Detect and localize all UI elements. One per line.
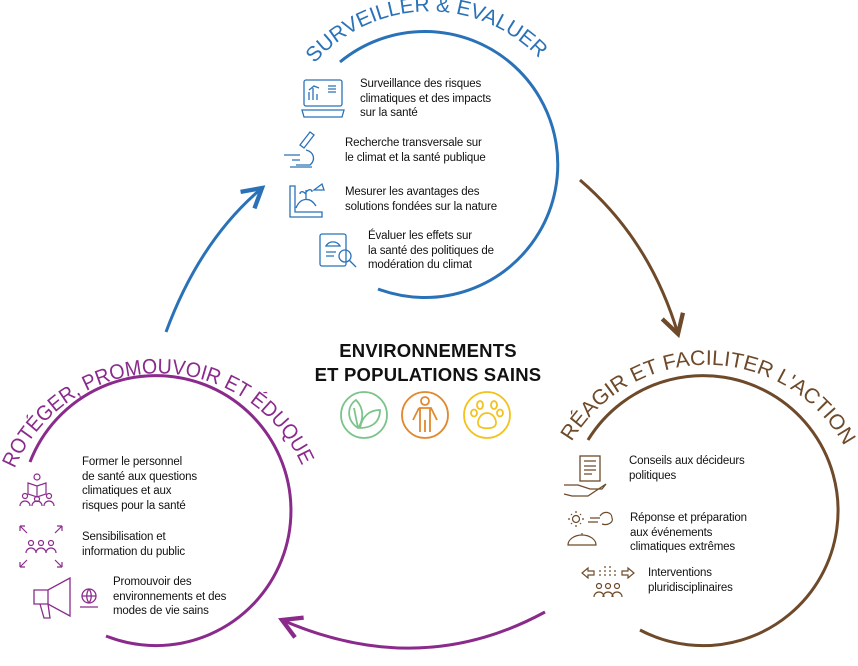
monitor-item-policy-evaluation: Évaluer les effets sur la santé des poli… [368, 229, 494, 273]
item-line: Surveillance des risques [360, 78, 482, 90]
respond-cycle-arc [586, 374, 840, 648]
item-line: la santé des politiques de [368, 244, 494, 257]
teaching-group-icon [19, 473, 55, 507]
monitor-title: SURVEILLER & ÉVALUER [301, 0, 551, 67]
protect-cycle-arc [28, 374, 293, 648]
megaphone-globe-icon [33, 576, 98, 619]
item-line: modes de vie sains [113, 605, 209, 617]
item-line: environnements et des [113, 590, 227, 603]
team-arrows-icon [581, 566, 635, 598]
respond-item-policy-advice: Conseils aux décideurs politiques [629, 454, 745, 483]
monitor-item-nature-solutions: Mesurer les avantages des solutions fond… [345, 185, 497, 214]
item-line: Recherche transversale sur [345, 137, 482, 149]
item-line: le climat et la santé publique [345, 151, 486, 164]
respond-item-extreme-events: Réponse et préparation aux événements cl… [630, 511, 747, 555]
item-line: Former le personnel [82, 456, 183, 468]
respond-item-interventions: Interventions pluridisciplinaires [648, 566, 733, 595]
microscope-icon [284, 131, 315, 168]
item-line: information du public [82, 545, 185, 558]
monitor-chart-icon [301, 79, 345, 118]
item-line: Sensibilisation et [82, 531, 166, 543]
item-line: Mesurer les avantages des [345, 186, 480, 198]
item-line: sur la santé [360, 107, 418, 119]
item-line: climatiques et des impacts [360, 92, 491, 105]
center-title-line1: ENVIRONNEMENTS [339, 340, 517, 361]
person-icon [401, 391, 449, 439]
protect-item-awareness: Sensibilisation et information du public [82, 530, 185, 559]
ruler-plant-icon [289, 182, 325, 218]
item-line: climatiques et aux [82, 485, 172, 497]
hand-document-icon [563, 455, 607, 497]
protect-item-healthy-living: Promouvoir des environnements et des mod… [113, 575, 226, 619]
item-line: aux événements [630, 526, 713, 539]
item-line: Évaluer les effets sur [368, 230, 472, 242]
item-line: risques pour la santé [82, 499, 186, 512]
item-line: Interventions [648, 567, 712, 579]
item-line: Réponse et préparation [630, 512, 747, 524]
item-line: Promouvoir des [113, 576, 192, 588]
item-line: politiques [629, 469, 677, 482]
arrow-respond-to-protect [278, 610, 546, 650]
arrow-protect-to-monitor [164, 185, 266, 333]
item-line: de santé aux questions [82, 470, 197, 483]
monitor-item-research: Recherche transversale sur le climat et … [345, 136, 486, 165]
weather-umbrella-icon [567, 511, 613, 546]
item-line: Conseils aux décideurs [629, 455, 745, 467]
item-line: climatiques extrêmes [630, 541, 736, 553]
item-line: solutions fondées sur la nature [345, 200, 497, 213]
arrow-monitor-to-respond [579, 178, 686, 339]
leaf-icon [340, 391, 388, 439]
protect-item-training: Former le personnel de santé aux questio… [82, 455, 197, 513]
paw-icon [463, 391, 511, 439]
document-magnifier-icon [319, 233, 357, 268]
monitor-cycle-arc [339, 30, 560, 299]
public-awareness-icon [19, 525, 63, 568]
monitor-item-surveillance: Surveillance des risques climatiques et … [360, 77, 491, 121]
item-line: pluridisciplinaires [648, 581, 733, 594]
item-line: modération du climat [368, 259, 472, 271]
center-title-line2: ET POPULATIONS SAINS [314, 364, 542, 385]
